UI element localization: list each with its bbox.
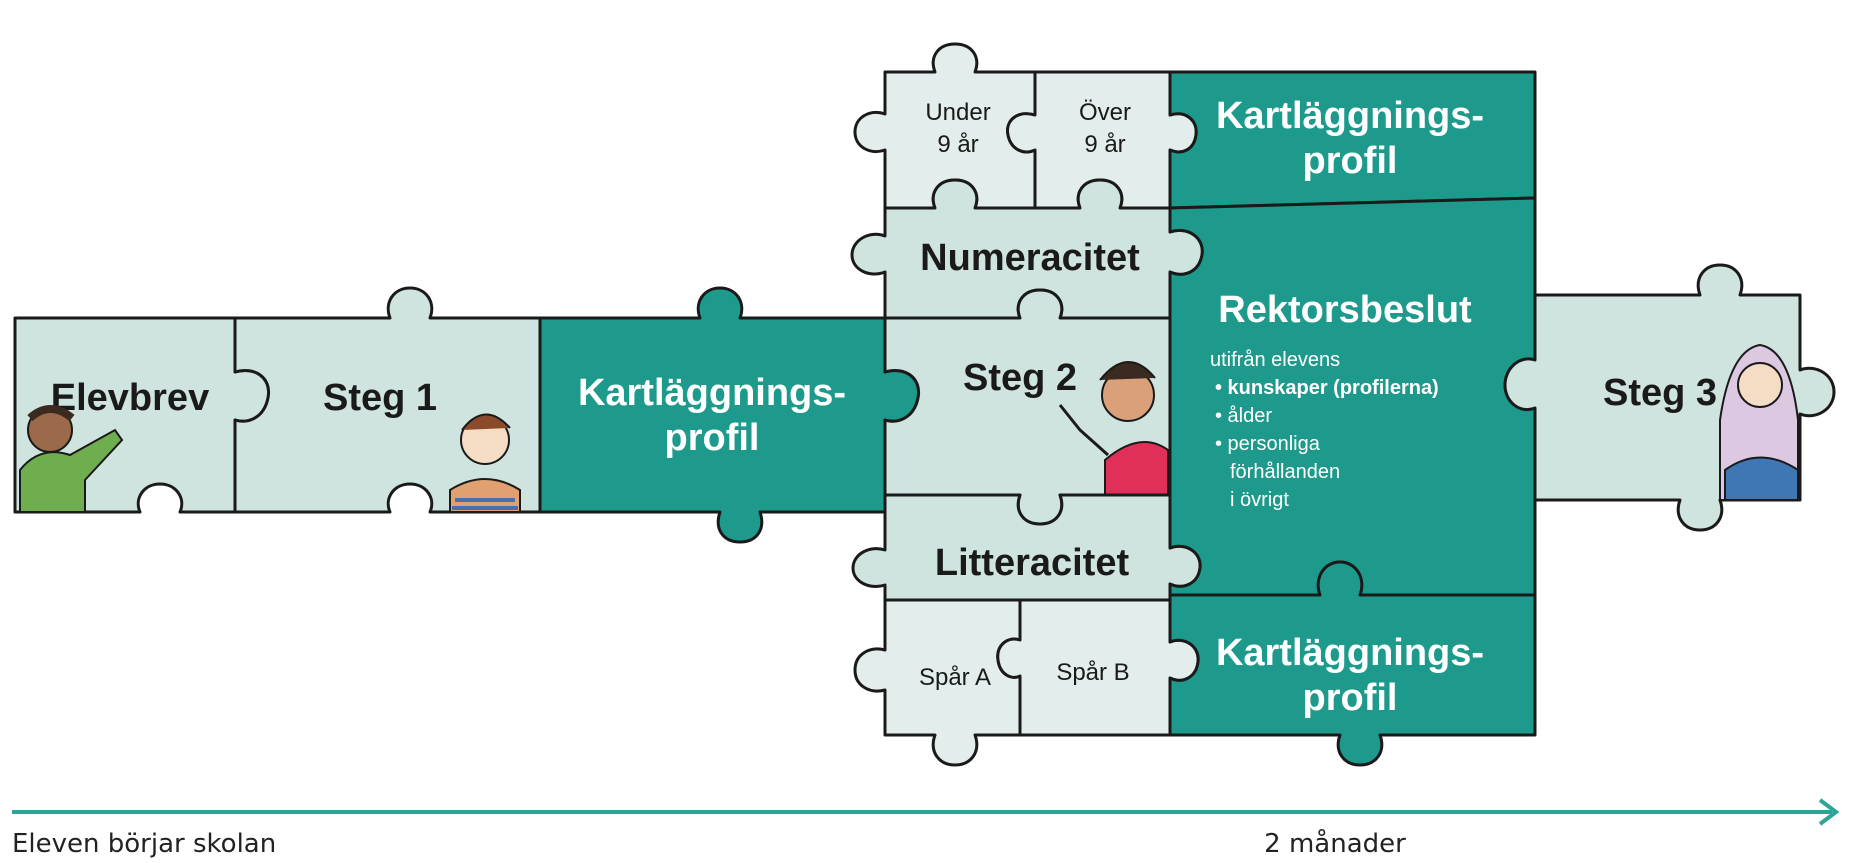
timeline-start-label: Eleven börjar skolan — [12, 829, 276, 859]
child-illustration-1 — [19, 405, 124, 513]
rektor-title: Rektorsbeslut — [1218, 289, 1472, 331]
rektor-line-6: i övrigt — [1230, 489, 1289, 511]
piece-kartlaggning-bottom: Kartläggnings- profil — [1168, 560, 1537, 767]
piece-numeracitet: Numeracitet — [850, 178, 1204, 320]
kartlaggning-main-line2: profil — [665, 417, 760, 459]
piece-kartlaggning-main: Kartläggnings- profil — [538, 286, 921, 544]
sparA-label: Spår A — [919, 664, 991, 691]
piece-rektorsbeslut: Rektorsbeslut utifrån elevens • kunskape… — [1168, 196, 1537, 597]
rektor-line-3: • ålder — [1215, 405, 1272, 427]
child-illustration-4 — [1719, 343, 1799, 501]
steg1-label: Steg 1 — [323, 377, 437, 419]
rektor-line-2: • kunskaper (profilerna) — [1215, 377, 1439, 399]
over9-line2: 9 år — [1084, 131, 1125, 158]
sparB-label: Spår B — [1056, 659, 1129, 686]
piece-sparA: Spår A — [853, 598, 1022, 767]
child-illustration-2 — [449, 413, 521, 513]
over9-line1: Över — [1079, 99, 1131, 126]
arrow-right-icon — [1818, 798, 1840, 826]
kartlaggning-bottom-line1: Kartläggnings- — [1216, 632, 1484, 674]
rektor-line-4: • personliga — [1215, 433, 1321, 455]
timeline: Eleven börjar skolan 2 månader — [12, 798, 1840, 859]
piece-steg3: Steg 3 — [1503, 263, 1836, 532]
elevbrev-label: Elevbrev — [51, 377, 209, 419]
steg3-label: Steg 3 — [1603, 372, 1717, 414]
litteracitet-label: Litteracitet — [935, 542, 1130, 584]
under9-line2: 9 år — [937, 131, 978, 158]
kartlaggning-top-line2: profil — [1303, 140, 1398, 182]
piece-kartlaggning-top: Kartläggnings- profil — [1168, 70, 1537, 210]
kartlaggning-bottom-line2: profil — [1303, 677, 1398, 719]
piece-steg2: Steg 2 — [883, 288, 1172, 526]
under9-line1: Under — [925, 99, 990, 126]
piece-under9: Under 9 år — [853, 42, 1037, 210]
numeracitet-label: Numeracitet — [920, 237, 1140, 279]
piece-elevbrev: Elevbrev — [13, 316, 271, 514]
rektor-line-1: utifrån elevens — [1210, 349, 1340, 371]
child-illustration-3 — [1058, 361, 1169, 496]
piece-sparB: Spår B — [996, 598, 1200, 737]
steg2-label: Steg 2 — [963, 357, 1077, 399]
timeline-end-label: 2 månader — [1264, 828, 1406, 859]
kartlaggning-top-line1: Kartläggnings- — [1216, 95, 1484, 137]
rektor-line-5: förhållanden — [1230, 461, 1340, 483]
kartlaggning-main-line1: Kartläggnings- — [578, 372, 846, 414]
piece-steg1: Steg 1 — [233, 286, 542, 514]
